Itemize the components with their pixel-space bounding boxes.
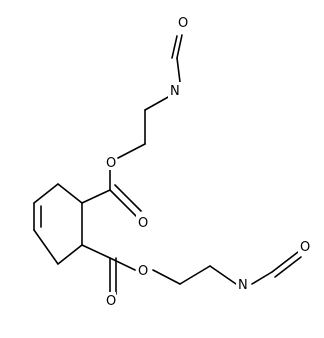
- label-mask-n-1: [168, 82, 182, 98]
- atom-o-ester-2: O: [138, 264, 148, 279]
- bond-c-to-o-isocyanate-2-b: [274, 256, 302, 278]
- ring-bond-c2-c3: [33, 229, 59, 265]
- bond-c-to-o-isocyanate-1-b: [171, 35, 178, 59]
- bond-ch2-ch2-2: [179, 265, 211, 285]
- bond-ester-o-to-ch2-1: [117, 143, 146, 159]
- atom-o-isocyanate-2: O: [300, 240, 310, 255]
- lower-ester-chain: [81, 244, 302, 295]
- bond-ring-to-carbonyl-1: [81, 189, 111, 204]
- atom-o-isocyanate-1: O: [178, 16, 188, 31]
- bond-ch2-to-n-1: [144, 95, 171, 111]
- bond-c-to-o-isocyanate-1-a: [176, 34, 183, 59]
- cyclohexene-ring: [33, 183, 83, 265]
- ring-bond-c4-c5: [33, 183, 59, 204]
- bond-carbonyl-1-double-a: [109, 189, 137, 217]
- atom-o-ester-1: O: [106, 156, 116, 171]
- label-mask-o-carbonyl-2: [104, 292, 116, 308]
- atom-n-2: N: [238, 278, 248, 293]
- bond-n-to-c-1: [176, 57, 181, 83]
- ring-bond-c1-c2: [57, 244, 83, 265]
- atom-o-carbonyl-2: O: [106, 294, 116, 309]
- bond-carbonyl-2-to-ester-o: [109, 257, 136, 271]
- bond-c-to-o-isocyanate-2-a: [271, 251, 299, 273]
- atom-n-1: N: [170, 84, 180, 99]
- bond-ch2-to-n-2: [209, 265, 237, 285]
- ring-bond-c5-c6: [57, 183, 83, 204]
- label-mask-o-isocyanate-1: [176, 14, 188, 30]
- label-mask-o-ester-1: [104, 154, 116, 170]
- label-mask-o-isocyanate-2: [298, 238, 310, 254]
- label-mask-o-ester-2: [136, 262, 148, 278]
- bond-carbonyl-1-double-b: [114, 184, 142, 212]
- atom-labels: O O N O O O N O: [104, 14, 310, 309]
- atom-o-carbonyl-1: O: [138, 216, 148, 231]
- bond-ester-o-to-ch2-2: [152, 269, 181, 285]
- bond-n-to-c-2: [251, 271, 273, 285]
- label-mask-n-2: [236, 276, 250, 292]
- label-mask-o-carbonyl-1: [136, 214, 148, 230]
- upper-ester-chain: [81, 34, 183, 217]
- bond-ring-to-carbonyl-2: [81, 244, 111, 259]
